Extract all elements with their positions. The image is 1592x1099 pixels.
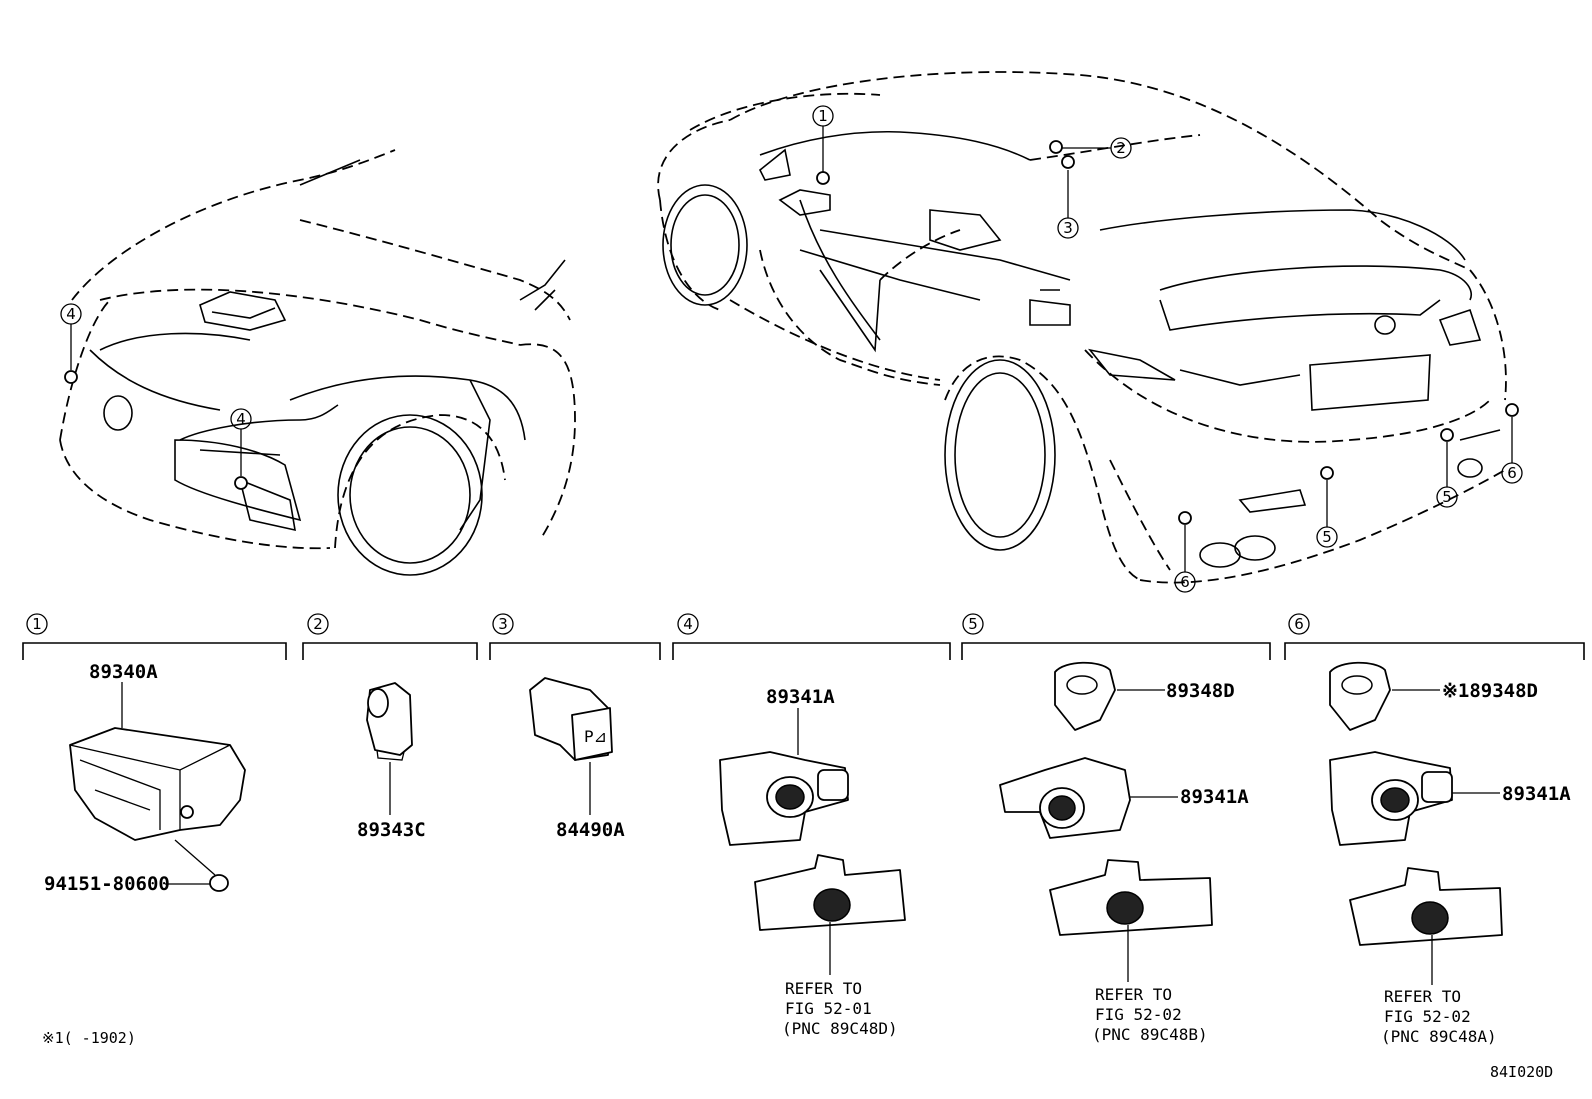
callout-6b-number: 6 (1180, 573, 1190, 591)
section-5-number: 5 (968, 615, 978, 633)
part-label-84490A: 84490A (556, 819, 625, 841)
section-4-sensor-assembly: 89341A REFER TO FIG 52-01 (PNC 89C48D) (719, 686, 906, 1038)
switch-face-icon: P⊿ (584, 727, 607, 746)
section-brackets: 1 2 3 4 5 6 (22, 613, 1585, 660)
section-4-number: 4 (683, 615, 693, 633)
footnote: ※1( -1902) (42, 1029, 136, 1047)
ref-s6-line1: REFER TO (1384, 987, 1461, 1006)
part-label-89340A: 89340A (89, 661, 158, 683)
callout-1-location-marker (816, 171, 830, 185)
part-label-89348D-s6: ※189348D (1442, 680, 1538, 702)
callout-4a-number: 4 (66, 305, 76, 323)
section-6-sensor-assembly: ※189348D 89341A REFER TO FIG 52-02 (PNC … (1329, 661, 1571, 1046)
ref-s5-line2: FIG 52-02 (1095, 1005, 1182, 1024)
callout-4b-number: 4 (236, 410, 246, 428)
callout-5a-location-marker (1320, 466, 1334, 480)
callout-3-number: 3 (1063, 219, 1073, 237)
callout-6a-location-marker (1505, 403, 1519, 417)
part-label-89348D-s5: 89348D (1166, 680, 1235, 702)
section-5-sensor-assembly: 89348D 89341A REFER TO FIG 52-02 (PNC 89… (999, 661, 1249, 1044)
sensor-cover-icon (1329, 661, 1391, 731)
section-3-switch: P⊿ 84490A (529, 677, 625, 841)
rear-car-illustration (657, 71, 1507, 584)
section-3-number: 3 (498, 615, 508, 633)
part-label-94151-80600: 94151-80600 (44, 873, 170, 895)
section-6-number: 6 (1294, 615, 1304, 633)
ref-s4-line1: REFER TO (785, 979, 862, 998)
callout-2-location-marker (1049, 140, 1063, 154)
callout-6b-location-marker (1178, 511, 1192, 525)
section-2-number: 2 (313, 615, 323, 633)
ecu-module-icon (69, 727, 246, 841)
callout-4b-location-marker (234, 476, 248, 490)
callout-5b-number: 5 (1442, 488, 1452, 506)
ref-s4-line3: (PNC 89C48D) (782, 1019, 898, 1038)
part-label-89343C: 89343C (357, 819, 426, 841)
part-label-89341A-s6: 89341A (1502, 783, 1571, 805)
section-1-ecu: 89340A 94151-80600 (44, 661, 246, 895)
callout-1-number: 1 (818, 107, 828, 125)
section-2-sensor: 89343C (357, 682, 426, 841)
callout-4a-location-marker (64, 370, 78, 384)
callout-3-location-marker (1061, 155, 1075, 169)
callout-2-number: 2 (1116, 139, 1126, 157)
callout-6a-number: 6 (1507, 464, 1517, 482)
part-label-89341A-s5: 89341A (1180, 786, 1249, 808)
callouts: 1 2 3 4 4 5 5 6 (60, 105, 1523, 593)
clip-icon (209, 874, 229, 892)
callout-5a-number: 5 (1322, 528, 1332, 546)
sensor-cover-icon (1054, 661, 1116, 731)
ref-s6-line2: FIG 52-02 (1384, 1007, 1471, 1026)
section-1-number: 1 (32, 615, 42, 633)
callout-5b-location-marker (1440, 428, 1454, 442)
ref-s4-line2: FIG 52-01 (785, 999, 872, 1018)
figure-code: 84I020D (1490, 1063, 1553, 1081)
ref-s5-line1: REFER TO (1095, 985, 1172, 1004)
front-car-illustration (59, 149, 576, 576)
ref-s6-line3: (PNC 89C48A) (1381, 1027, 1497, 1046)
ref-s5-line3: (PNC 89C48B) (1092, 1025, 1208, 1044)
part-label-89341A-s4: 89341A (766, 686, 835, 708)
